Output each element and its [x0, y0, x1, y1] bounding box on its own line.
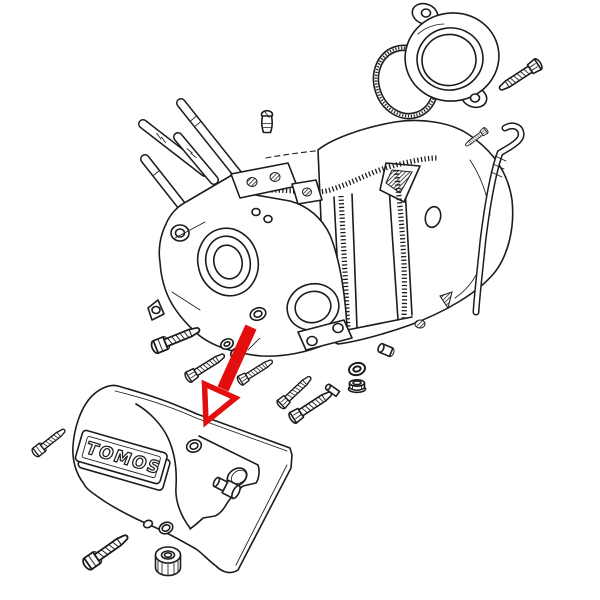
vent-tube	[472, 122, 525, 316]
highlight-arrow[interactable]	[201, 324, 257, 428]
arrow-shaft	[217, 324, 257, 392]
flanged-nut	[347, 379, 367, 394]
stud	[140, 154, 187, 211]
knurled-nut	[154, 546, 182, 577]
spacer-sleeve	[377, 342, 395, 358]
cover-peg	[212, 476, 241, 500]
arrow-head	[201, 379, 241, 428]
bearing-flange	[404, 2, 500, 109]
cylinder-studs	[138, 98, 252, 211]
clutch-cover[interactable]: TOMOS	[72, 384, 293, 574]
center-gasket-seam	[249, 155, 438, 331]
kickstart-bore	[249, 306, 267, 322]
crankcase-left-half	[147, 162, 353, 357]
cover-screw-hole	[185, 439, 203, 453]
case-oval-hole	[424, 205, 442, 229]
fasteners	[29, 56, 545, 577]
stud-end	[324, 383, 341, 398]
main-bearing-bore	[196, 227, 260, 297]
stud	[176, 98, 252, 191]
stud	[173, 132, 219, 185]
small-screw	[260, 109, 274, 134]
